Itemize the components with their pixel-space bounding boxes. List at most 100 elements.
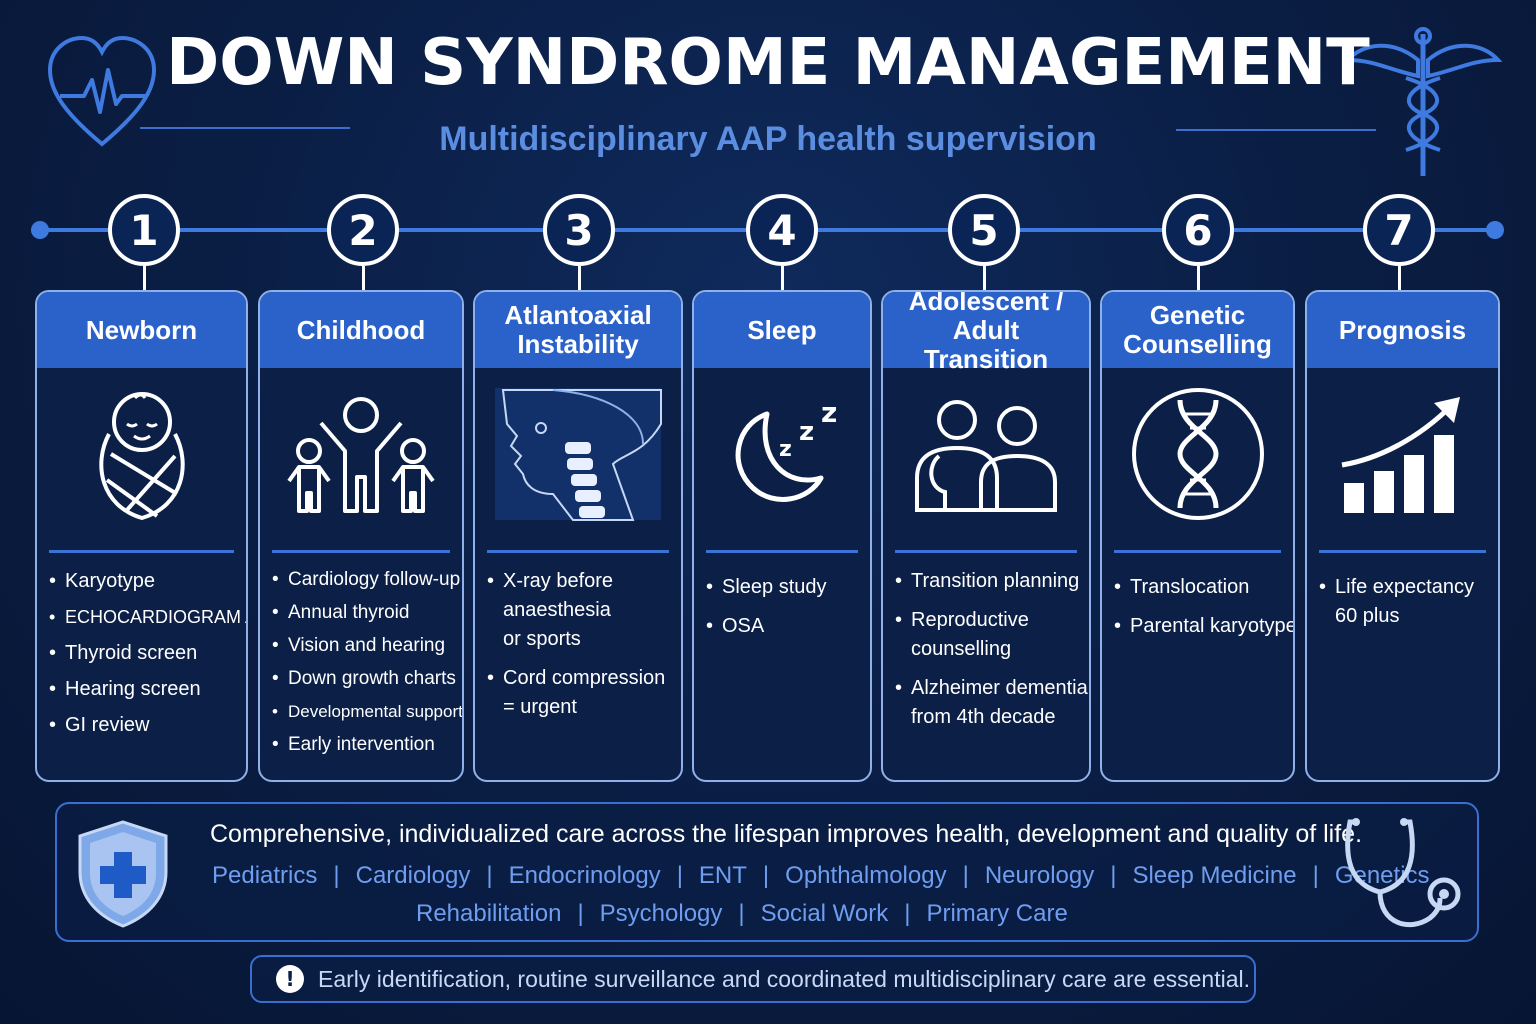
list-item: Sleep study (706, 573, 860, 602)
separator: | (762, 862, 770, 889)
card-title: Newborn (37, 292, 246, 368)
card-divider (487, 550, 669, 553)
card-title: Childhood (260, 292, 462, 368)
card-list: Translocation Parental karyotype (1102, 553, 1293, 641)
card-list: Karyotype ECHOCARDIOGRAM ALL Thyroid scr… (37, 553, 246, 740)
specialty-label: Sleep Medicine (1132, 862, 1297, 889)
step-connector (362, 266, 365, 290)
timeline-end-dot (1486, 221, 1504, 239)
svg-text:z: z (821, 396, 837, 429)
list-item: Annual thyroid (272, 598, 452, 627)
specialty-label: Ophthalmology (785, 862, 947, 889)
stethoscope-icon (1340, 814, 1470, 943)
card-divider (895, 550, 1077, 553)
list-item: Transition planning (895, 567, 1079, 596)
step-number-5: 5 (948, 194, 1020, 266)
card-divider (272, 550, 450, 553)
exclamation-icon: ! (276, 965, 304, 993)
card-adolescent-adult-transition: Adolescent /Adult Transition Transition … (881, 290, 1091, 782)
step-connector (1398, 266, 1401, 290)
care-statement: Comprehensive, individualized care acros… (210, 820, 1363, 848)
list-item: OSA (706, 612, 860, 641)
separator: | (486, 862, 493, 889)
card-list: Transition planning Reproductivecounsell… (883, 553, 1089, 732)
specialty-list-row-2: Rehabilitation | Psychology | Social Wor… (416, 900, 1068, 928)
list-item: GI review (49, 711, 236, 740)
svg-text:z: z (799, 417, 814, 447)
caduceus-icon (1343, 20, 1503, 185)
list-item: Translocation (1114, 573, 1283, 602)
family-icon (260, 368, 462, 540)
header-line-right (1176, 129, 1376, 131)
list-item: Parental karyotype (1114, 612, 1293, 641)
card-list: Sleep study OSA (694, 553, 870, 641)
list-item: Hearing screen (49, 675, 236, 704)
list-item: Developmental support (272, 697, 462, 726)
specialty-label: Neurology (984, 862, 1095, 889)
step-connector (781, 266, 784, 290)
separator: | (1110, 862, 1117, 889)
card-childhood: Childhood Cardiology follow-up Annual th… (258, 290, 464, 782)
step-connector (1197, 266, 1200, 290)
heart-pulse-icon (46, 34, 158, 157)
key-message-text: Early identification, routine surveillan… (318, 965, 1250, 992)
svg-text:z: z (779, 437, 792, 462)
card-title: Adolescent /Adult Transition (883, 292, 1089, 373)
separator: | (577, 900, 584, 927)
two-people-icon (883, 368, 1089, 540)
list-item: Cord compression= urgent (487, 664, 671, 722)
list-item: Early intervention (272, 730, 452, 759)
card-list: Cardiology follow-up Annual thyroid Visi… (260, 553, 462, 759)
dna-icon (1102, 368, 1293, 540)
specialties-panel (55, 802, 1479, 942)
swaddled-baby-icon (37, 368, 246, 540)
card-newborn: Newborn Karyotype ECHOCARDIOGRAM ALL Thy… (35, 290, 248, 782)
separator: | (676, 862, 683, 889)
header-line-left (140, 127, 350, 129)
list-item: Cardiology follow-up (272, 565, 460, 594)
specialty-label: Primary Care (926, 900, 1068, 927)
key-message-banner: ! Early identification, routine surveill… (250, 955, 1256, 1003)
neck-xray-icon (475, 368, 681, 540)
step-connector (143, 266, 146, 290)
list-item: Thyroid screen (49, 639, 236, 668)
specialty-label: Endocrinology (508, 862, 661, 889)
separator: | (1312, 862, 1319, 889)
step-number-7: 7 (1363, 194, 1435, 266)
step-connector (983, 266, 986, 290)
card-divider (1114, 550, 1281, 553)
list-item: Vision and hearing (272, 631, 452, 660)
card-divider (706, 550, 858, 553)
specialty-label: Cardiology (355, 862, 471, 889)
separator: | (962, 862, 969, 889)
card-title: Prognosis (1307, 292, 1498, 368)
list-item: Karyotype (49, 567, 236, 596)
separator: | (333, 862, 340, 889)
specialty-label: Social Work (760, 900, 889, 927)
step-number-4: 4 (746, 194, 818, 266)
growth-chart-icon (1307, 368, 1498, 540)
list-item: Down growth charts (272, 664, 456, 693)
specialty-label: Rehabilitation (416, 900, 562, 927)
card-divider (1319, 550, 1486, 553)
step-connector (578, 266, 581, 290)
card-divider (49, 550, 234, 553)
timeline-start-dot (31, 221, 49, 239)
step-number-6: 6 (1162, 194, 1234, 266)
specialty-list-row-1: Pediatrics | Cardiology | Endocrinology … (212, 862, 1430, 890)
shield-cross-icon (74, 818, 172, 935)
page-title: DOWN SYNDROME MANAGEMENT (166, 26, 1370, 100)
card-title: Sleep (694, 292, 870, 368)
specialty-label: Pediatrics (212, 862, 318, 889)
list-item: ECHOCARDIOGRAM ALL (49, 603, 246, 632)
